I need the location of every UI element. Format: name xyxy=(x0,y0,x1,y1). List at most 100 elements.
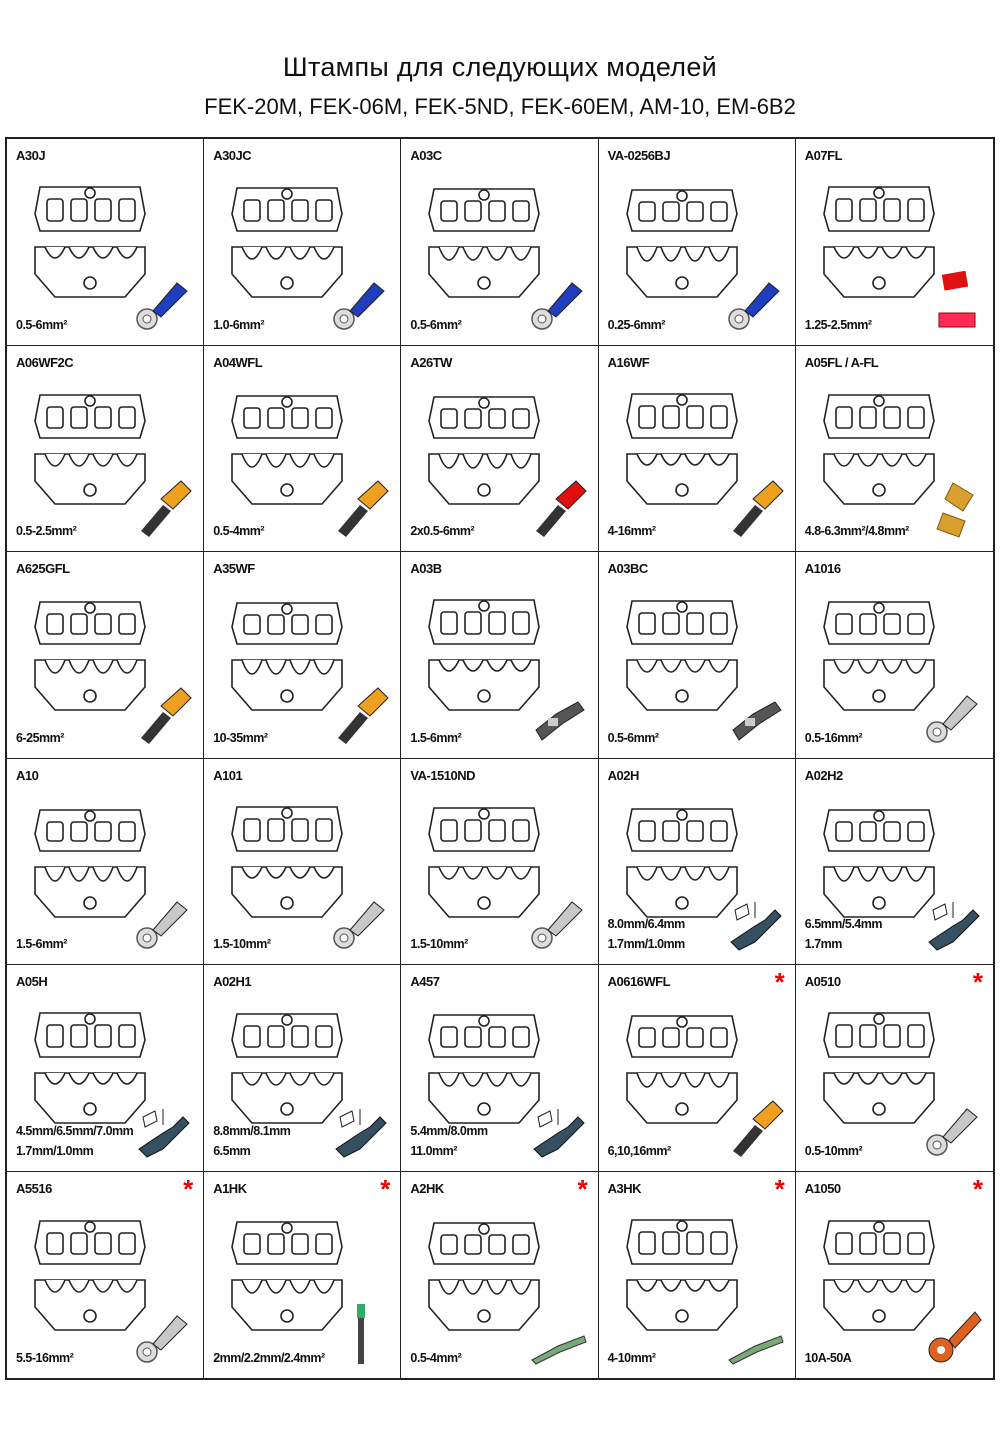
spade-red-terminal-icon xyxy=(923,270,985,333)
ferrule-orange-terminal-icon xyxy=(133,477,195,539)
spec-line: 0.5-2.5mm² xyxy=(16,524,77,538)
die-cell: A2HK*0.5-4mm² xyxy=(401,1171,599,1378)
die-model: A1050 xyxy=(804,1180,841,1196)
spec-line: 0.5-6mm² xyxy=(16,317,67,332)
die-model: A03B xyxy=(410,561,442,576)
spec-line: 0.5-4mm² xyxy=(410,1351,462,1365)
lug-copper-terminal-icon xyxy=(923,1304,985,1366)
bnc-terminal-icon xyxy=(133,1097,195,1159)
die-drawing xyxy=(617,376,747,516)
die-model: A02H2 xyxy=(804,767,843,783)
die-model: A16WF xyxy=(607,354,650,370)
bnc-terminal-icon xyxy=(725,890,787,952)
die-model: A02H1 xyxy=(213,974,252,989)
bnc-terminal-icon xyxy=(330,1097,392,1159)
die-cell: A16WF 4-16mm² xyxy=(598,345,796,552)
new-star-marker: * xyxy=(577,1173,588,1204)
die-model: A1HK xyxy=(213,1180,247,1196)
die-drawing xyxy=(419,995,549,1135)
ferrule-red-terminal-icon xyxy=(528,477,590,539)
ring-bare-terminal-icon xyxy=(923,1097,985,1159)
new-star-marker: * xyxy=(380,1173,391,1204)
die-spec: 1.5-6mm² xyxy=(16,934,67,954)
die-drawing xyxy=(222,789,352,929)
die-model: A457 xyxy=(410,974,440,989)
die-spec: 2mm/2.2mm/2.4mm² xyxy=(213,1348,325,1368)
spec-line: 6.5mm xyxy=(213,1143,251,1158)
die-spec: 0.5-6mm² xyxy=(16,315,67,335)
spec-line: 1.5-10mm² xyxy=(213,937,271,951)
die-drawing xyxy=(814,995,944,1135)
spec-line: 5.5-16mm² xyxy=(16,1351,74,1365)
die-model: A30J xyxy=(16,148,46,163)
ring-bare-terminal-icon xyxy=(923,684,985,746)
spec-line: 8.8mm/8.1mm xyxy=(213,1123,291,1138)
pin-long-terminal-icon xyxy=(330,1304,392,1366)
die-spec: 0.5-6mm² xyxy=(410,315,461,335)
die-spec: 4.8-6.3mm²/4.8mm² xyxy=(805,521,910,541)
die-spec: 6,10,16mm² xyxy=(608,1141,672,1161)
spec-line: 0.5-16mm² xyxy=(804,730,863,745)
die-cell: A1HK * 2mm/2.2mm/2.4mm² xyxy=(204,1171,402,1378)
die-spec: 1.5-10mm² xyxy=(410,934,468,954)
spec-line: 1.25-2.5mm² xyxy=(804,317,872,332)
die-drawing xyxy=(617,1202,747,1342)
die-drawing xyxy=(617,582,747,722)
ring-bare-terminal-icon xyxy=(133,890,195,952)
die-spec: 4-16mm² xyxy=(608,521,656,541)
spec-line: 8.0mm/6.4mm xyxy=(607,917,686,931)
die-spec: 0.5-2.5mm² xyxy=(16,521,77,541)
die-drawing xyxy=(419,376,549,516)
die-model: A05FL / A-FL xyxy=(804,354,879,370)
ring-blue-terminal-icon xyxy=(528,271,590,333)
ferrule-orange-terminal-icon xyxy=(330,477,392,539)
die-drawing xyxy=(222,169,352,309)
bnc-terminal-icon xyxy=(528,1097,590,1159)
spec-line: 0.5-6mm² xyxy=(410,317,462,332)
ring-blue-terminal-icon xyxy=(330,271,392,333)
die-drawing xyxy=(814,376,944,516)
die-model: A03C xyxy=(410,148,442,163)
spec-line: 1.0-6mm² xyxy=(213,317,265,332)
die-model: A04WFL xyxy=(213,354,263,370)
ring-bare-terminal-icon xyxy=(528,890,590,952)
die-spec: 10A-50A xyxy=(805,1348,852,1368)
spec-line: 0.5-4mm² xyxy=(213,524,265,538)
die-drawing xyxy=(617,789,747,929)
spec-line: 2x0.5-6mm² xyxy=(410,524,475,538)
die-spec: 1.0-6mm² xyxy=(213,315,264,335)
new-star-marker: * xyxy=(972,1173,983,1204)
die-drawing xyxy=(25,1202,155,1342)
die-spec: 5.5-16mm² xyxy=(16,1348,74,1368)
pin-terminal-icon xyxy=(725,1304,787,1366)
ring-blue-terminal-icon xyxy=(133,271,195,333)
die-drawing xyxy=(222,995,352,1135)
ferrule-orange-terminal-icon xyxy=(725,1097,787,1159)
new-star-marker: * xyxy=(774,967,785,997)
spec-line: 6.5mm/5.4mm xyxy=(804,917,883,931)
die-spec: 10-35mm² xyxy=(213,728,268,748)
die-cell: A04WFL 0.5-4mm² xyxy=(204,345,402,552)
die-spec: 4-10mm² xyxy=(608,1348,656,1368)
new-star-marker: * xyxy=(774,1173,785,1204)
die-model: VA-0256BJ xyxy=(607,148,671,163)
die-cell: A30J 0.5-6mm² xyxy=(7,139,205,346)
spec-line: 10A-50A xyxy=(804,1351,852,1365)
die-spec: 0.25-6mm² xyxy=(608,315,666,335)
open-barrel-terminal-icon xyxy=(725,684,787,746)
spec-line: 1.5-6mm² xyxy=(16,937,67,951)
bnc-terminal-icon xyxy=(923,890,985,952)
